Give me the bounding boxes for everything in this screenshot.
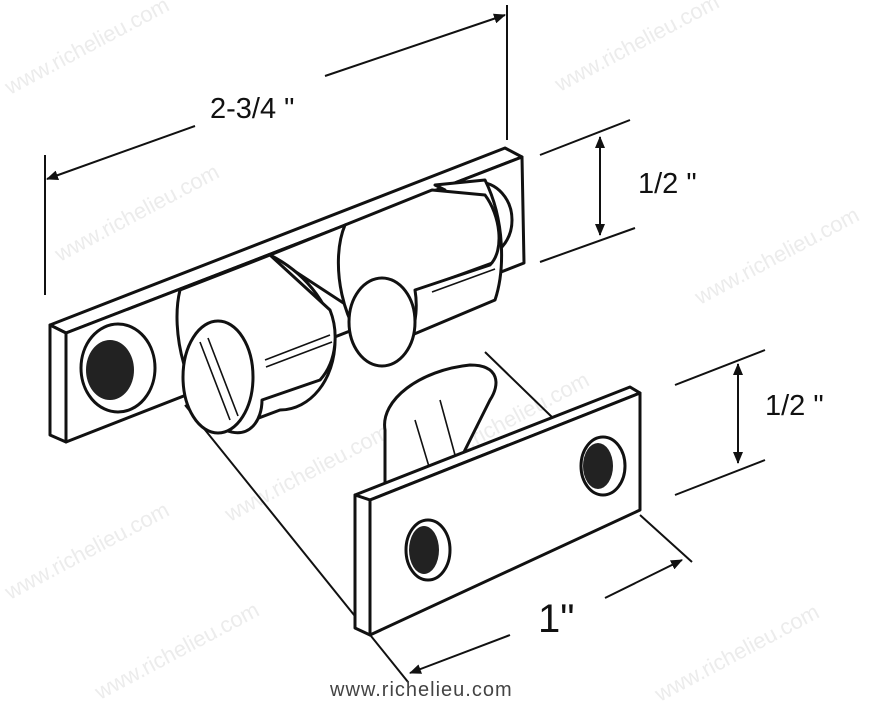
lower-height-dimension: 1/2 " [674, 349, 824, 496]
screw-hole-shadow [583, 443, 613, 489]
watermark: www.richelieu.com [90, 597, 263, 704]
watermark: www.richelieu.com [0, 497, 173, 605]
lower-height-label: 1/2 " [765, 390, 824, 422]
upper-height-label: 1/2 " [638, 168, 697, 200]
watermark: www.richelieu.com [50, 159, 223, 267]
length-label: 2-3/4 " [210, 93, 294, 125]
rollers [175, 178, 504, 435]
watermark: www.richelieu.com [650, 599, 823, 704]
screw-hole-shadow [409, 526, 439, 574]
upper-height-dimension: 1/2 " [539, 119, 697, 263]
roller-end-slotted [181, 319, 255, 435]
watermark: www.richelieu.com [690, 202, 863, 310]
roller-end [347, 276, 417, 368]
watermark: www.richelieu.com [550, 0, 723, 97]
watermark: www.richelieu.com [0, 0, 173, 100]
length-dimension: 2-3/4 " [44, 5, 508, 295]
depth-label: 1" [538, 597, 574, 641]
strike-plate [353, 351, 642, 637]
website-url: www.richelieu.com [329, 679, 513, 701]
screw-hole-shadow [86, 340, 134, 400]
screw-slot [199, 341, 231, 421]
depth-dimension: 1" [409, 514, 693, 674]
